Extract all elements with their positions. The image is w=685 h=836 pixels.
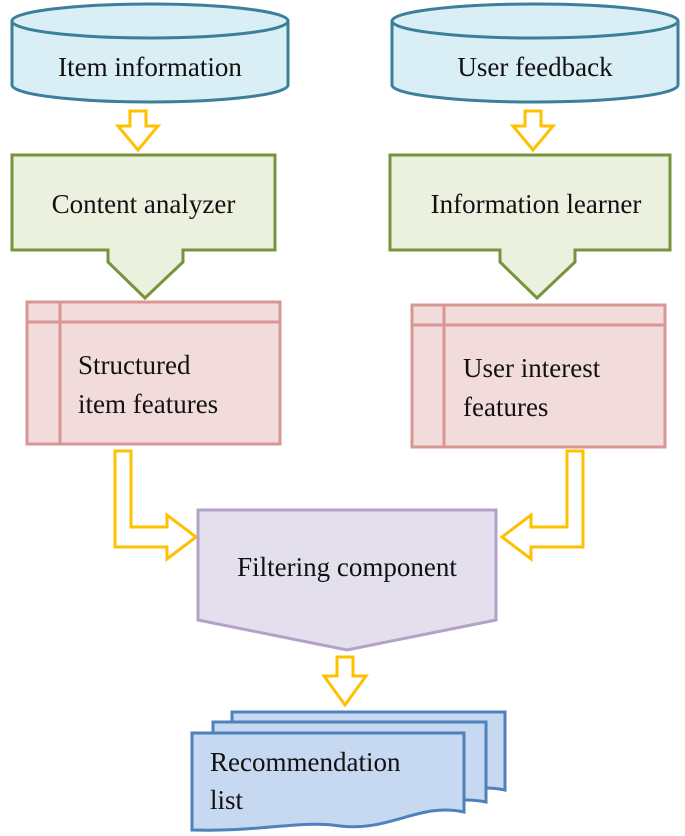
filtering-component-box bbox=[196, 508, 498, 652]
arrow-item-features-to-filter bbox=[113, 449, 199, 563]
information-learner-box bbox=[388, 153, 672, 301]
arrow-item-info-to-analyzer bbox=[114, 109, 162, 153]
user-interest-features-store bbox=[410, 303, 667, 449]
content-analyzer-box bbox=[10, 153, 277, 301]
arrow-feedback-to-learner bbox=[509, 109, 557, 153]
arrow-filter-to-recommendation bbox=[321, 655, 369, 708]
user-feedback-database bbox=[390, 2, 680, 104]
arrow-interest-features-to-filter bbox=[499, 449, 585, 563]
structured-item-features-store bbox=[25, 300, 282, 446]
recommendation-list-documents bbox=[190, 710, 507, 832]
item-information-database bbox=[10, 2, 290, 104]
